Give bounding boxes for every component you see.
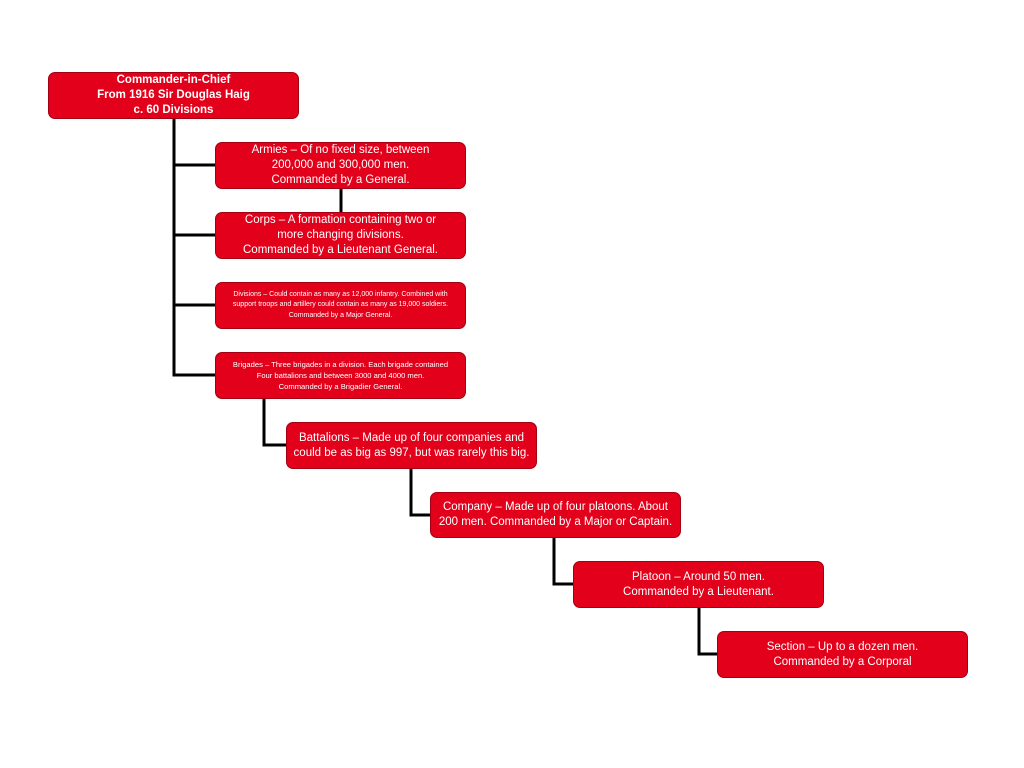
section-line-2: Commanded by a Corporal: [773, 655, 912, 668]
platoon-box: Platoon – Around 50 men. Commanded by a …: [573, 561, 824, 608]
commander-in-chief-box: Commander-in-Chief From 1916 Sir Douglas…: [48, 72, 299, 119]
divisions-line-3: Commanded by a Major General.: [288, 311, 393, 319]
platoon-line-1: Platoon – Around 50 men.: [632, 570, 765, 583]
commander-line-1: Commander-in-Chief: [116, 74, 231, 86]
brigades-box: Brigades – Three brigades in a division.…: [215, 352, 466, 399]
divisions-line-1: Divisions – Could contain as many as 12,…: [233, 290, 448, 298]
section-line-1: Section – Up to a dozen men.: [766, 640, 919, 653]
armies-line-1: Armies – Of no fixed size, between: [251, 144, 430, 156]
armies-line-2: 200,000 and 300,000 men.: [271, 159, 410, 171]
battalions-line-1: Battalions – Made up of four companies a…: [298, 431, 525, 444]
corps-box: Corps – A formation containing two or mo…: [215, 212, 466, 259]
connector-to-platoon: [552, 536, 575, 586]
brigades-line-1: Brigades – Three brigades in a division.…: [232, 360, 449, 369]
connector-to-section: [697, 605, 719, 656]
corps-line-3: Commanded by a Lieutenant General.: [243, 244, 438, 256]
divisions-box: Divisions – Could contain as many as 12,…: [215, 282, 466, 329]
connector-to-company: [409, 467, 432, 517]
corps-line-1: Corps – A formation containing two or: [244, 214, 437, 226]
company-line-1: Company – Made up of four platoons. Abou…: [442, 501, 669, 513]
company-box: Company – Made up of four platoons. Abou…: [430, 492, 681, 538]
corps-line-2: more changing divisions.: [277, 229, 404, 241]
divisions-line-2: support troops and artillery could conta…: [232, 301, 449, 309]
commander-line-2: From 1916 Sir Douglas Haig: [97, 89, 250, 101]
battalions-line-2: could be as big as 997, but was rarely t…: [293, 446, 530, 459]
brigades-line-3: Commanded by a Brigadier General.: [278, 382, 403, 391]
armies-line-3: Commanded by a General.: [271, 174, 410, 186]
battalions-box: Battalions – Made up of four companies a…: [286, 422, 537, 469]
commander-line-3: c. 60 Divisions: [133, 104, 214, 116]
armies-box: Armies – Of no fixed size, between 200,0…: [215, 142, 466, 189]
section-box: Section – Up to a dozen men. Commanded b…: [717, 631, 968, 678]
company-line-2: 200 men. Commanded by a Major or Captain…: [438, 516, 673, 528]
platoon-line-2: Commanded by a Lieutenant.: [623, 585, 774, 598]
connector-to-battalions: [262, 397, 288, 447]
brigades-line-2: Four battalions and between 3000 and 400…: [256, 371, 425, 380]
